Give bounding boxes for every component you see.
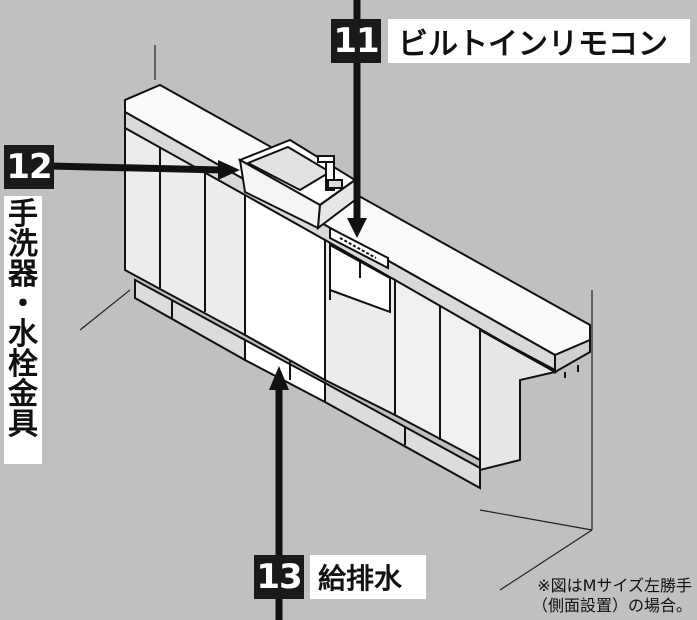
callout-12-number: 12	[4, 145, 54, 189]
callout-12-char: 栓	[8, 347, 38, 382]
callout-11-label: ビルトインリモコン	[388, 19, 690, 63]
callout-13-number: 13	[254, 555, 304, 599]
figure-note: ※図はMサイズ左勝手 （側面設置）の場合。	[430, 576, 692, 616]
callout-12-char: 具	[8, 407, 38, 442]
remote-panel	[329, 226, 389, 270]
figure-note-line1: ※図はMサイズ左勝手	[537, 576, 692, 595]
faucet	[317, 155, 343, 191]
callout-12-char: 水	[8, 317, 38, 352]
callout-12-char: ・	[8, 287, 38, 322]
hand-wash-basin	[237, 138, 357, 231]
callout-12-char: 洗	[8, 227, 38, 262]
callout-13-label: 給排水	[310, 555, 426, 599]
lower-cabinet	[124, 126, 558, 472]
callout-12-char: 金	[8, 377, 38, 412]
callout-12-char: 手	[8, 197, 38, 232]
callout-12-label: 手 洗 器 ・ 水 栓 金 具	[4, 196, 42, 464]
figure-note-line2: （側面設置）の場合。	[531, 596, 692, 615]
callout-12-char: 器	[8, 257, 38, 292]
room-guide-lines	[79, 45, 593, 591]
callout-11-number: 11	[331, 19, 381, 63]
plinth	[134, 278, 481, 490]
